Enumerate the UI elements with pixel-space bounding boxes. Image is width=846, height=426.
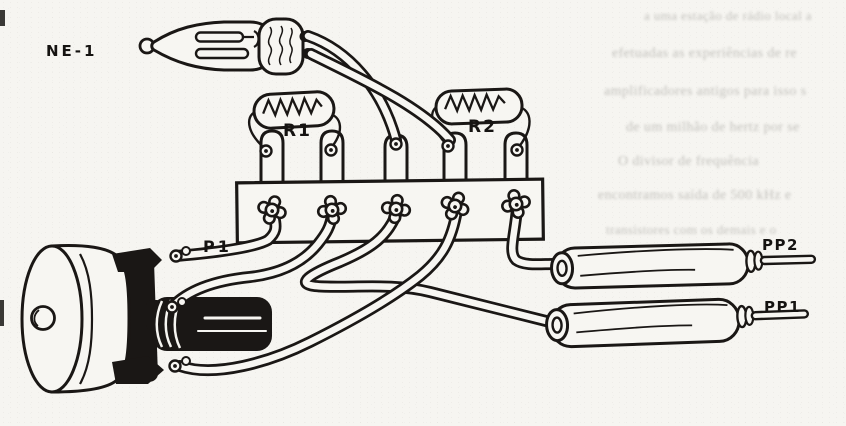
scan-edge-mark [0, 300, 4, 326]
pot-tab-bottom [112, 356, 164, 384]
pot-shaft [152, 297, 272, 351]
probe-needle [759, 254, 817, 266]
probe-needle [750, 309, 810, 321]
resistor-r1 [247, 90, 342, 149]
label-r2: R2 [468, 117, 497, 137]
label-pp1: PP1 [764, 298, 801, 316]
lamp-electrode-plate [194, 47, 250, 60]
scan-edge-mark [0, 10, 5, 26]
label-r1: R1 [283, 121, 312, 141]
label-pp2: PP2 [762, 236, 799, 254]
label-ne1: NE-1 [46, 42, 97, 60]
lamp-electrode-plate [194, 31, 245, 43]
hookup-wires [166, 30, 560, 377]
probe-pp1 [545, 297, 810, 349]
neon-lamp [138, 17, 314, 76]
pot-tab-top [112, 248, 162, 272]
potentiometer-p1 [20, 244, 272, 394]
terminal-strip-risers [259, 129, 529, 183]
label-p1: P1 [203, 237, 232, 256]
solder-eyelets [165, 137, 524, 373]
probe-pp2 [550, 242, 817, 290]
